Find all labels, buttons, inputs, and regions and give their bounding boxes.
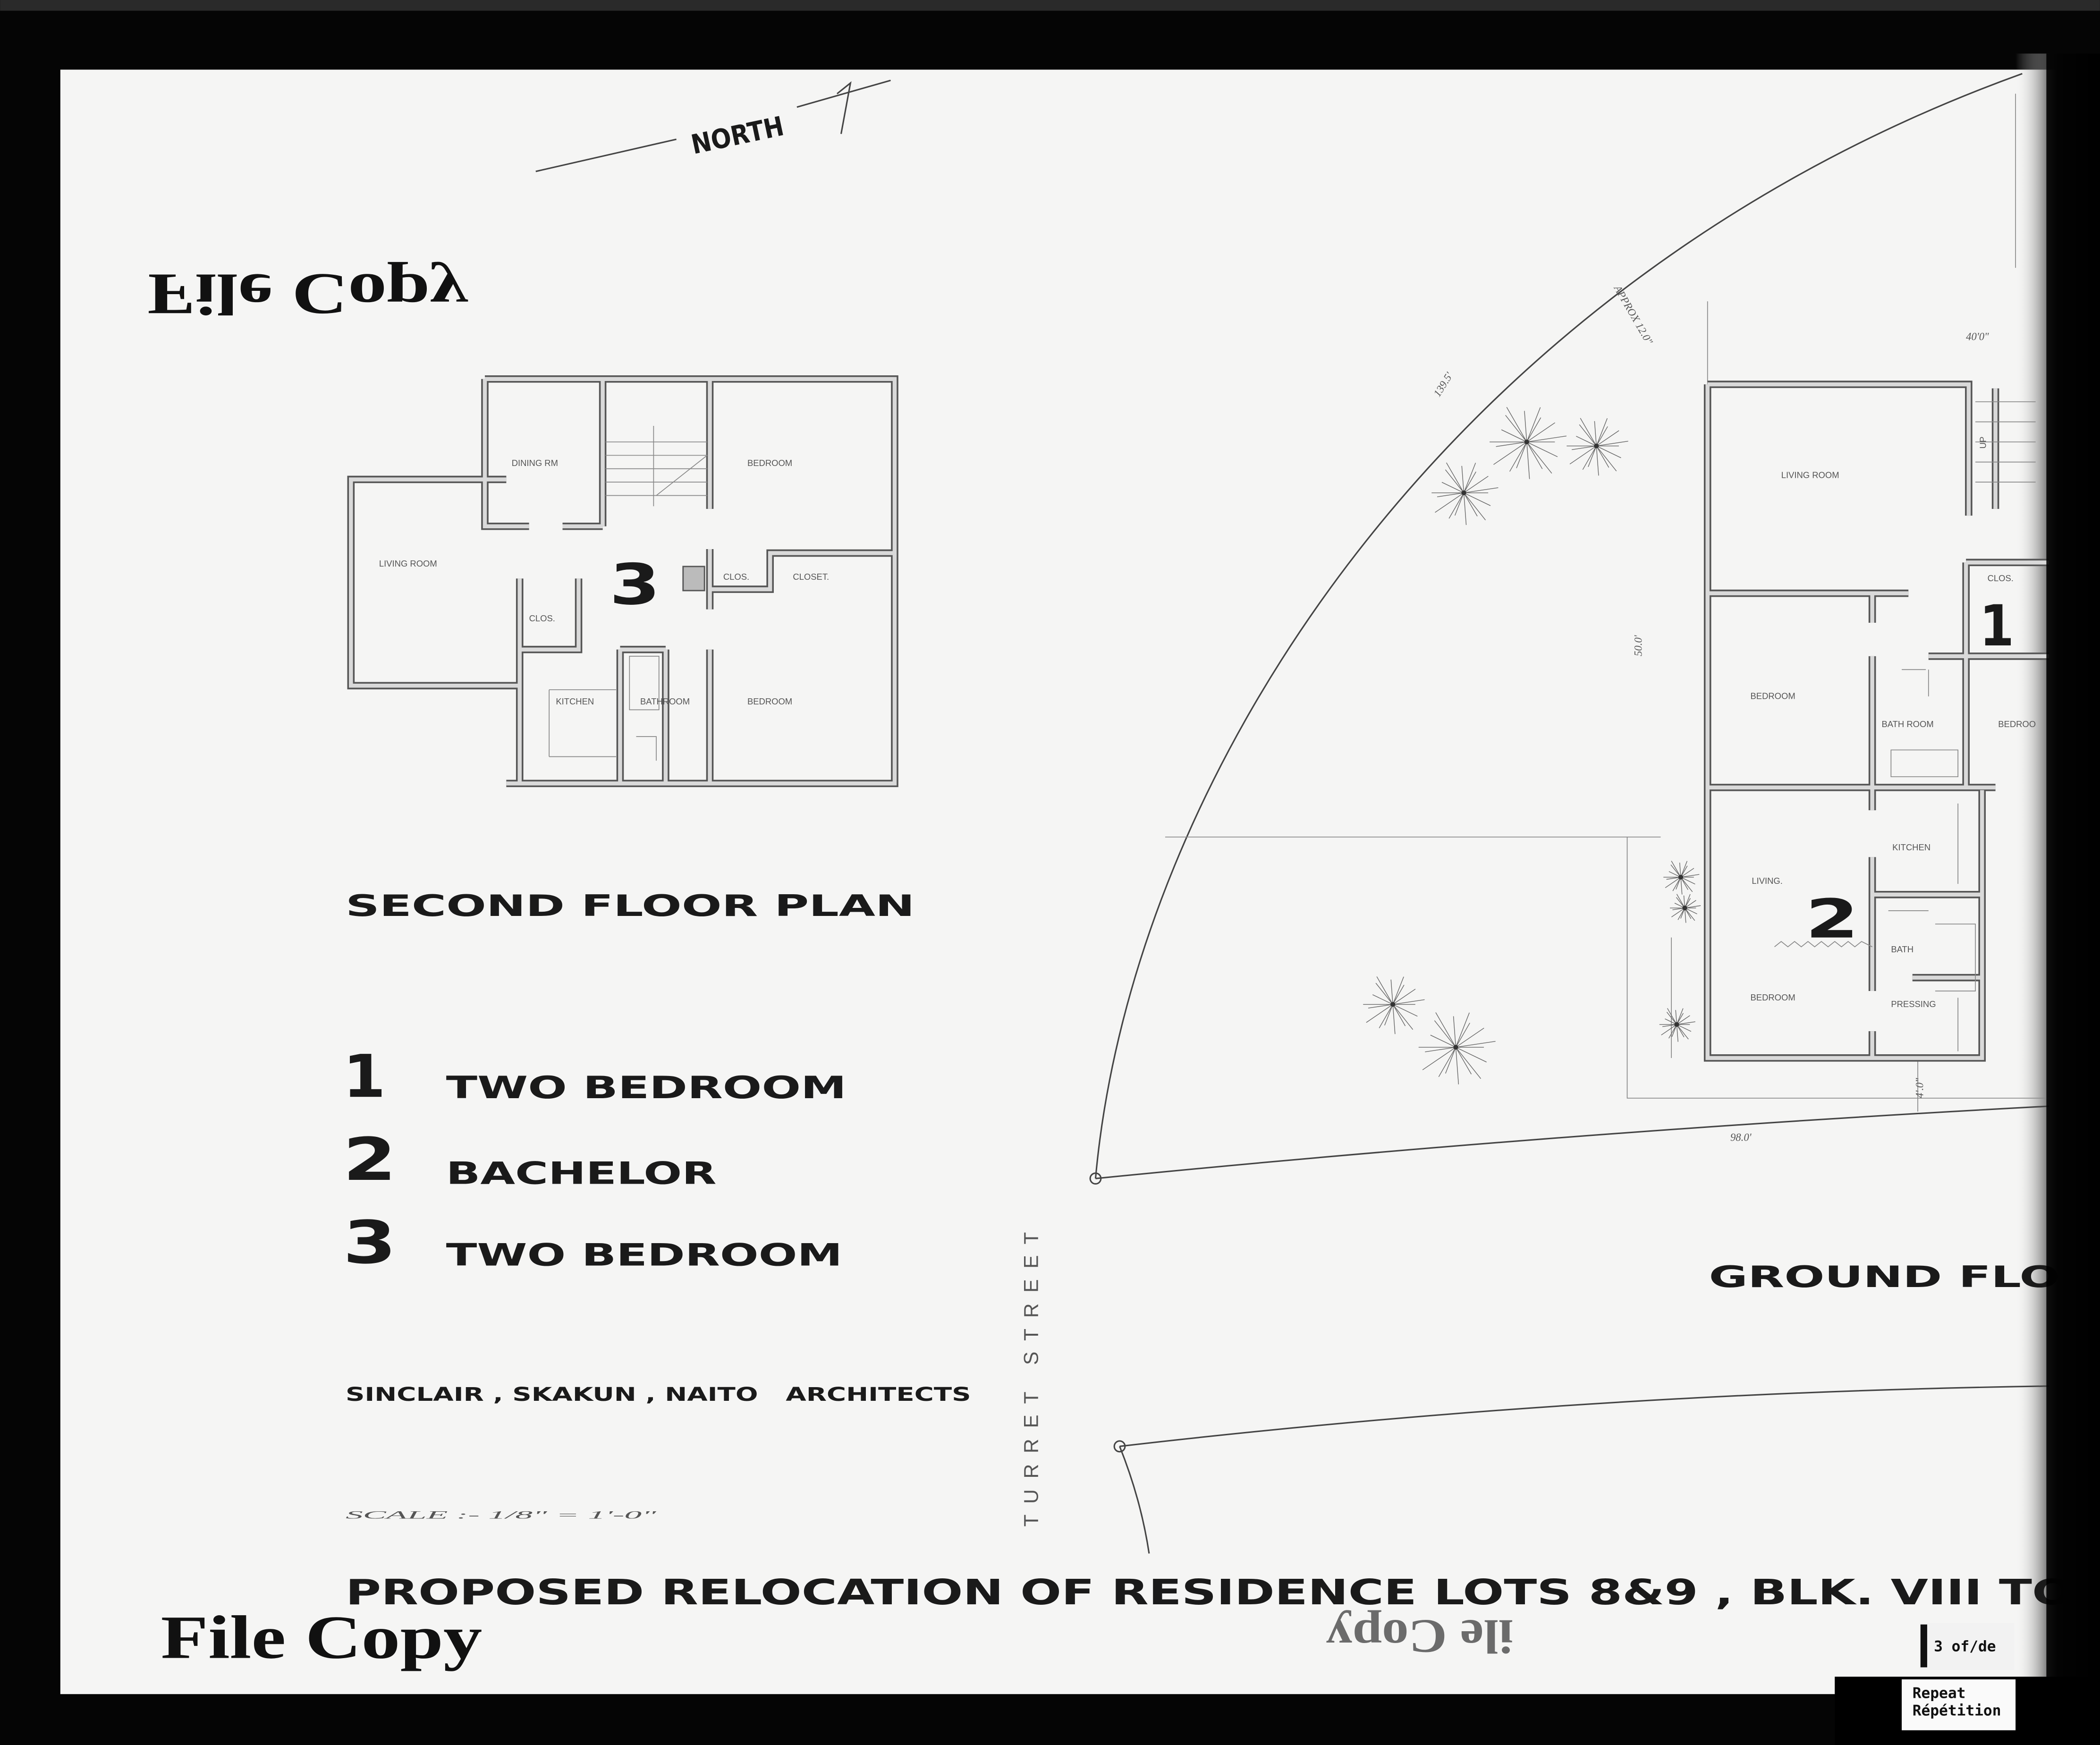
file-copy-ghost: ile Copy xyxy=(1326,1609,1513,1663)
tree-icon xyxy=(1363,976,1425,1034)
tree-icon xyxy=(1659,1008,1695,1042)
repeat-text: Repeat xyxy=(1913,1685,1966,1702)
dimension-front: 4'.0" xyxy=(1914,1078,1925,1098)
trees xyxy=(1363,407,1701,1084)
room-label: CLOS. xyxy=(1988,573,2014,583)
sheet-count-label: 3 of/de xyxy=(1920,1623,2015,1670)
room-label: DINING RM xyxy=(512,458,558,468)
tree-icon xyxy=(1431,462,1499,525)
unit-number-3: 3 xyxy=(610,552,660,618)
room-label: CLOS. xyxy=(723,572,749,582)
room-label: BEDROOM xyxy=(747,458,792,468)
unit-legend: 1 TWO BEDROOM 2 BACHELOR 3 TWO BEDROOM xyxy=(343,1042,847,1277)
room-label: PRESSING xyxy=(1891,999,1936,1009)
tree-icon xyxy=(1670,894,1701,923)
stair-up-label: UP xyxy=(1978,437,1988,449)
street-name: TURRET STREET xyxy=(1020,1232,1042,1527)
legend-label: TWO BEDROOM xyxy=(446,1237,843,1273)
unit-number-2: 2 xyxy=(1805,888,1859,950)
legend-number: 1 xyxy=(343,1042,386,1111)
tree-icon xyxy=(1663,861,1700,895)
file-copy-mirrored: File Copy xyxy=(147,262,469,327)
second-floor-plan-title: SECOND FLOOR PLAN xyxy=(346,889,915,923)
dimension-width: 40'0" xyxy=(1966,330,1989,342)
repeat-text-fr: Répétition xyxy=(1913,1703,2001,1720)
file-copy-handwritten: File Copy xyxy=(161,1604,483,1672)
room-label: BATHROOM xyxy=(640,696,690,706)
room-label: LIVING ROOM xyxy=(1781,470,1839,480)
site-boundary xyxy=(1089,73,2049,1554)
room-label: BATH ROOM xyxy=(1881,719,1933,729)
room-label: BEDROO xyxy=(1998,719,2036,729)
ground-floor-plan-title: GROUND FLO xyxy=(1709,1260,2060,1294)
room-label: BEDROOM xyxy=(1751,691,1795,701)
tree-icon xyxy=(1490,407,1567,479)
dark-right-edge-overlay xyxy=(2046,53,2100,1745)
legend-number: 2 xyxy=(343,1126,396,1194)
sheet-count-text: 3 of/de xyxy=(1934,1638,1996,1655)
unit-number-1: 1 xyxy=(1980,593,2015,659)
film-top-strip xyxy=(0,0,2100,11)
project-title: PROPOSED RELOCATION OF RESIDENCE LOTS 8&… xyxy=(346,1573,2073,1613)
chimney-icon xyxy=(682,566,705,592)
repeat-label: Repeat Répétition xyxy=(1902,1679,2016,1730)
scale-note: SCALE :- 1/8" = 1'-0" xyxy=(346,1509,657,1521)
room-label: BATH xyxy=(1891,944,1914,954)
dimension-lot: 98.0' xyxy=(1730,1132,1752,1144)
legend-label: TWO BEDROOM xyxy=(446,1070,847,1106)
room-label: KITCHEN xyxy=(556,696,594,706)
tree-icon xyxy=(1567,418,1628,476)
architects-credit: SINCLAIR , SKAKUN , NAITO ARCHITECTS xyxy=(346,1384,971,1406)
tree-icon xyxy=(1418,1012,1496,1084)
paper xyxy=(60,69,2069,1694)
dimension-depth: 50.0' xyxy=(1633,635,1644,656)
room-label: CLOS. xyxy=(529,613,555,623)
legend-number: 3 xyxy=(343,1209,396,1277)
room-label: BEDROOM xyxy=(1751,992,1795,1002)
room-label: KITCHEN xyxy=(1892,842,1931,852)
room-label: CLOSET. xyxy=(793,572,829,582)
legend-label: BACHELOR xyxy=(446,1155,717,1191)
room-label: LIVING ROOM xyxy=(379,559,437,568)
ground-floor-plan: UP 1 2 LIVING ROOM CLOS. BEDROOM BATH RO… xyxy=(1708,384,2049,1058)
room-label: LIVING. xyxy=(1752,876,1783,886)
room-label: BEDROOM xyxy=(747,696,792,706)
second-floor-plan: 3 DINING RM BEDROOM LIVING ROOM CLOS. CL… xyxy=(351,379,895,784)
